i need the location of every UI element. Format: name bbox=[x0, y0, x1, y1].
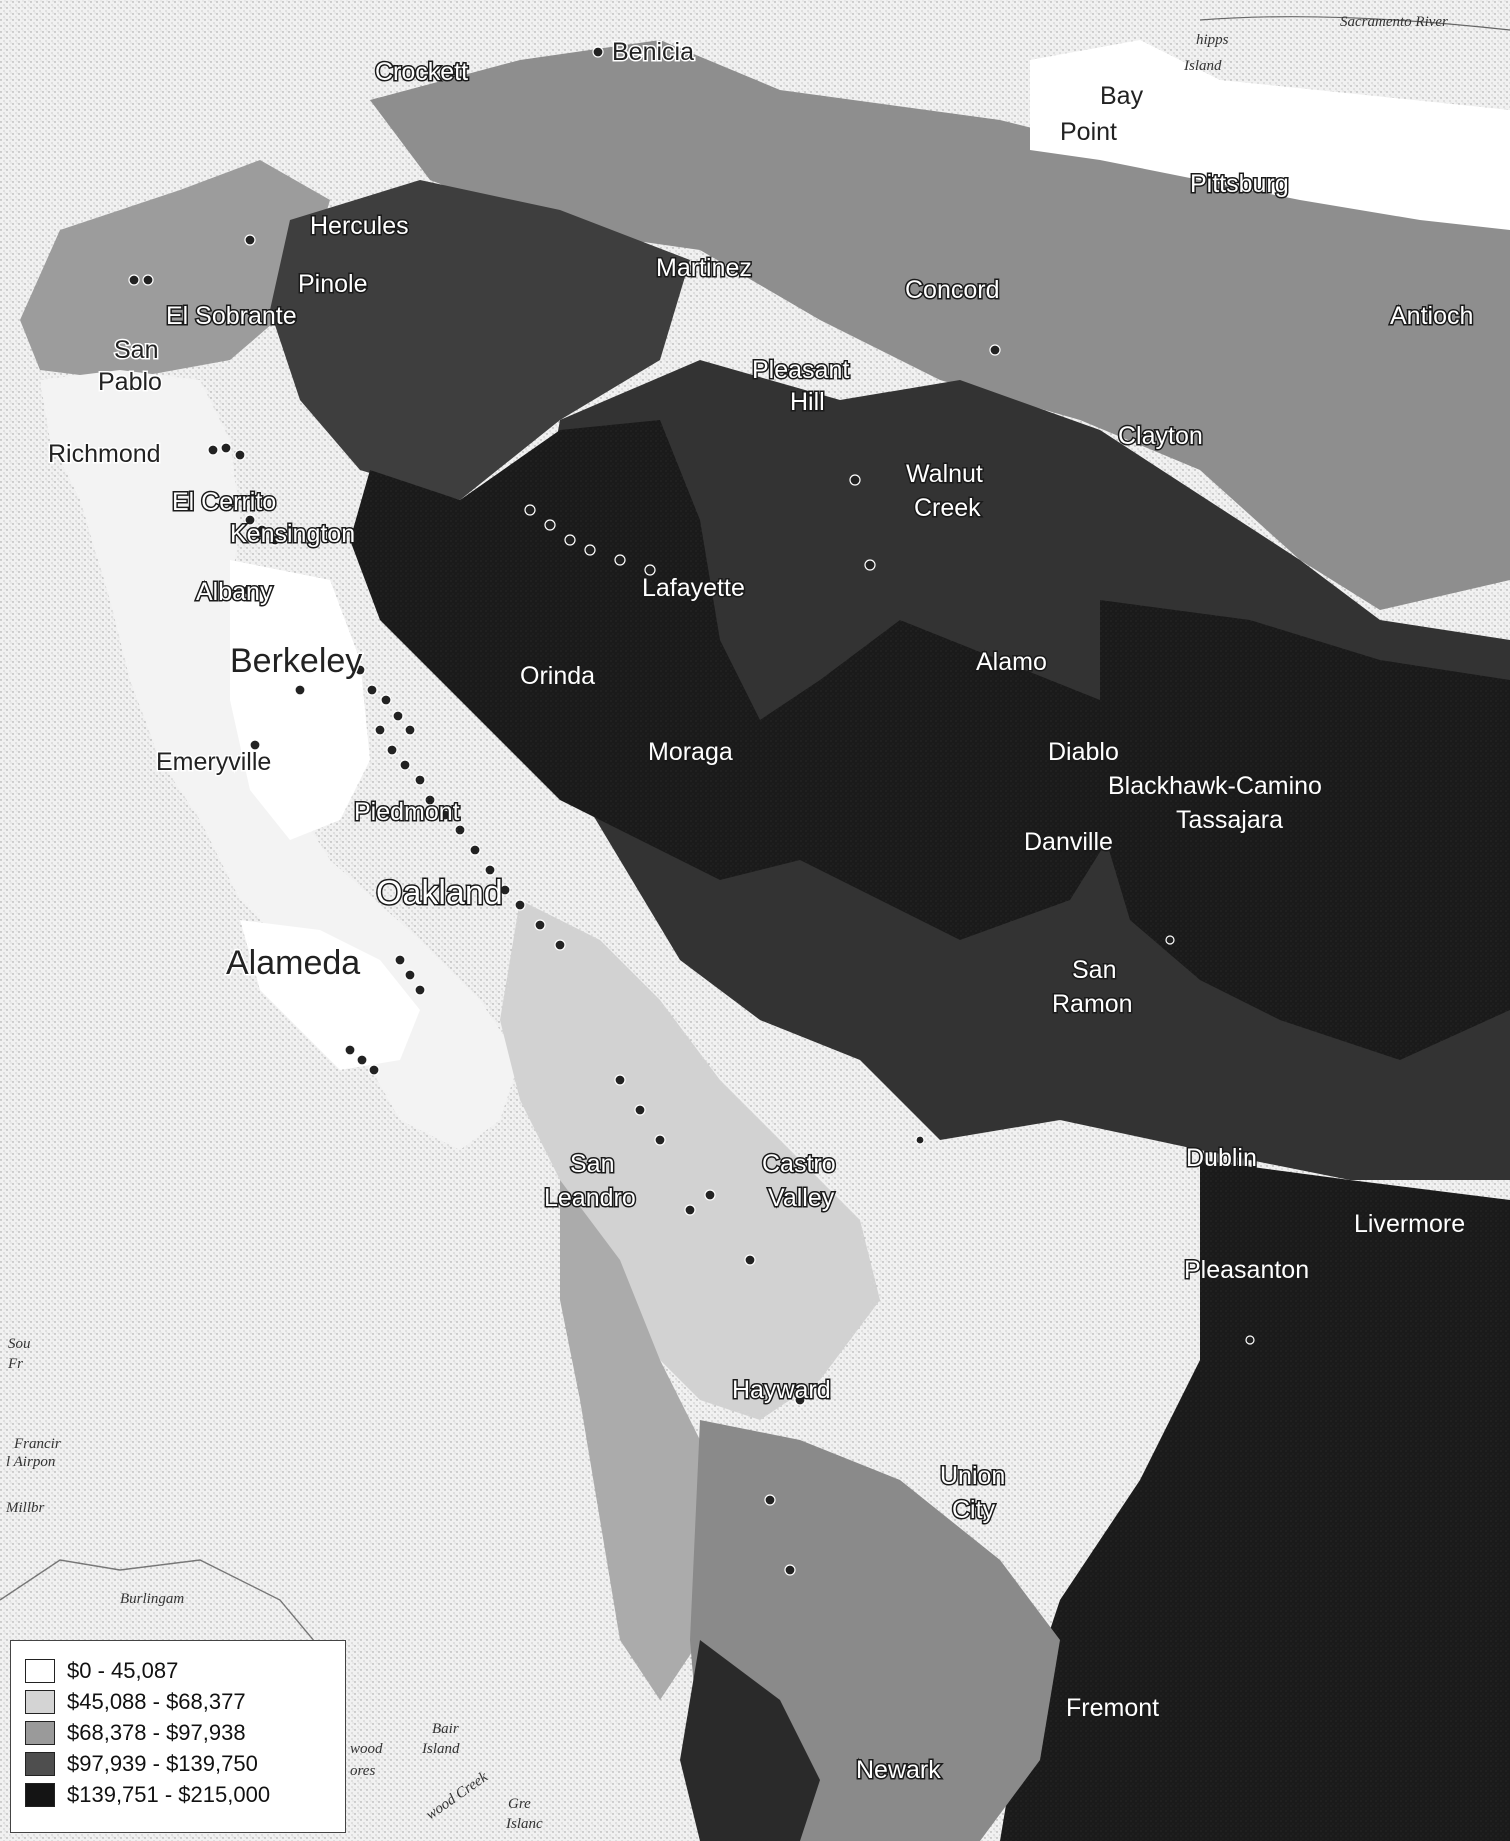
city-union-city-1: Union bbox=[940, 1462, 1005, 1490]
legend-label: $68,378 - $97,938 bbox=[67, 1719, 246, 1745]
city-castro-valley-2: Valley bbox=[768, 1184, 835, 1212]
city-castro-valley-1: Castro bbox=[762, 1150, 836, 1178]
region-alameda bbox=[240, 920, 420, 1070]
city-piedmont: Piedmont bbox=[354, 798, 460, 826]
label-bair-island-1: Bair bbox=[432, 1721, 459, 1737]
city-benicia: Benicia bbox=[612, 38, 694, 66]
city-alamo: Alamo bbox=[976, 648, 1047, 676]
label-millbrae: Millbr bbox=[5, 1500, 44, 1516]
legend-item: $139,751 - $215,000 bbox=[25, 1779, 333, 1810]
legend-item: $68,378 - $97,938 bbox=[25, 1717, 333, 1748]
city-richmond: Richmond bbox=[48, 440, 161, 468]
legend-item: $0 - 45,087 bbox=[25, 1655, 333, 1686]
city-hayward: Hayward bbox=[732, 1376, 831, 1404]
legend-swatch bbox=[25, 1658, 55, 1683]
legend-swatch bbox=[25, 1689, 55, 1714]
city-orinda: Orinda bbox=[520, 662, 595, 690]
city-pinole: Pinole bbox=[298, 270, 368, 298]
shoreline-sketch bbox=[0, 1559, 331, 1661]
region-bay-point bbox=[1030, 40, 1510, 230]
legend-label: $97,939 - $139,750 bbox=[67, 1750, 258, 1776]
legend-swatch bbox=[25, 1751, 55, 1776]
city-antioch: Antioch bbox=[1390, 302, 1473, 330]
label-sf-airport-2: l Airpon bbox=[6, 1454, 55, 1470]
city-albany: Albany bbox=[196, 578, 273, 606]
city-lafayette: Lafayette bbox=[642, 574, 745, 602]
label-sacramento-river: Sacramento River bbox=[1340, 14, 1448, 30]
city-newark: Newark bbox=[856, 1756, 941, 1784]
city-blackhawk-1: Blackhawk-Camino bbox=[1108, 772, 1322, 800]
city-union-city-2: City bbox=[952, 1496, 996, 1524]
city-fremont: Fremont bbox=[1066, 1694, 1159, 1722]
city-clayton: Clayton bbox=[1118, 422, 1203, 450]
city-moraga: Moraga bbox=[648, 738, 733, 766]
map-legend: $0 - 45,087 $45,088 - $68,377 $68,378 - … bbox=[10, 1640, 346, 1833]
label-redwood-shores-2: ores bbox=[350, 1763, 375, 1779]
label-greco-island-1: Gre bbox=[508, 1796, 531, 1812]
label-redwood-shores-1: wood bbox=[350, 1741, 383, 1757]
label-chipps-island-1: hipps bbox=[1196, 32, 1229, 48]
city-emeryville: Emeryville bbox=[156, 748, 271, 776]
city-hercules: Hercules bbox=[310, 212, 409, 240]
region-berkeley bbox=[230, 560, 370, 840]
city-livermore: Livermore bbox=[1354, 1210, 1465, 1238]
site-markers bbox=[128, 46, 1255, 1576]
city-berkeley: Berkeley bbox=[230, 642, 362, 680]
city-blackhawk-2: Tassajara bbox=[1176, 806, 1283, 834]
city-kensington: Kensington bbox=[230, 520, 355, 548]
city-san-leandro-1: San bbox=[570, 1150, 614, 1178]
city-dublin: Dublin bbox=[1186, 1144, 1257, 1172]
legend-swatch bbox=[25, 1782, 55, 1807]
label-chipps-island-2: Island bbox=[1183, 58, 1222, 74]
city-crockett: Crockett bbox=[375, 58, 468, 86]
city-pittsburg: Pittsburg bbox=[1190, 170, 1289, 198]
label-greco-island-2: Islanc bbox=[505, 1816, 543, 1832]
legend-item: $97,939 - $139,750 bbox=[25, 1748, 333, 1779]
legend-label: $0 - 45,087 bbox=[67, 1657, 179, 1683]
region-sunol bbox=[1000, 1160, 1510, 1841]
city-el-sobrante: El Sobrante bbox=[166, 302, 297, 330]
city-san-ramon-1: San bbox=[1072, 956, 1116, 984]
city-san-pablo-1: San bbox=[114, 336, 158, 364]
city-martinez: Martinez bbox=[656, 254, 752, 282]
river-sketch bbox=[1199, 16, 1510, 31]
label-bair-island-2: Island bbox=[421, 1741, 460, 1757]
label-south-sf-2: Fr bbox=[7, 1356, 23, 1372]
city-san-leandro-2: Leandro bbox=[544, 1184, 636, 1212]
city-alameda: Alameda bbox=[226, 944, 360, 982]
region-oakland-hills bbox=[350, 420, 1120, 940]
legend-item: $45,088 - $68,377 bbox=[25, 1686, 333, 1717]
legend-label: $139,751 - $215,000 bbox=[67, 1781, 271, 1807]
city-oakland: Oakland bbox=[376, 874, 503, 912]
city-bay-point-1: Bay bbox=[1100, 82, 1144, 110]
legend-label: $45,088 - $68,377 bbox=[67, 1688, 246, 1714]
region-briones bbox=[270, 180, 690, 500]
city-san-ramon-2: Ramon bbox=[1052, 990, 1133, 1018]
region-hayward-shore bbox=[560, 1180, 720, 1700]
city-diablo: Diablo bbox=[1048, 738, 1119, 766]
city-walnut-creek-1: Walnut bbox=[906, 460, 983, 488]
city-pleasanton: Pleasanton bbox=[1184, 1256, 1309, 1284]
city-walnut-creek-2: Creek bbox=[914, 494, 981, 522]
city-san-pablo-2: Pablo bbox=[98, 368, 162, 396]
legend-swatch bbox=[25, 1720, 55, 1745]
city-bay-point-2: Point bbox=[1060, 118, 1117, 146]
city-el-cerrito: El Cerrito bbox=[172, 488, 276, 516]
region-northwest bbox=[20, 160, 330, 380]
city-pleasant-hill-1: Pleasant bbox=[752, 356, 849, 384]
label-burlingame: Burlingam bbox=[120, 1591, 184, 1607]
region-san-leandro bbox=[500, 900, 880, 1420]
city-danville: Danville bbox=[1024, 828, 1113, 856]
label-south-sf-1: Sou bbox=[8, 1336, 31, 1352]
label-sf-airport-1: Francir bbox=[13, 1436, 61, 1452]
region-newark-dark bbox=[680, 1640, 820, 1841]
city-pleasant-hill-2: Hill bbox=[790, 388, 825, 416]
region-tassajara bbox=[1100, 600, 1510, 1060]
city-concord: Concord bbox=[905, 276, 1000, 304]
